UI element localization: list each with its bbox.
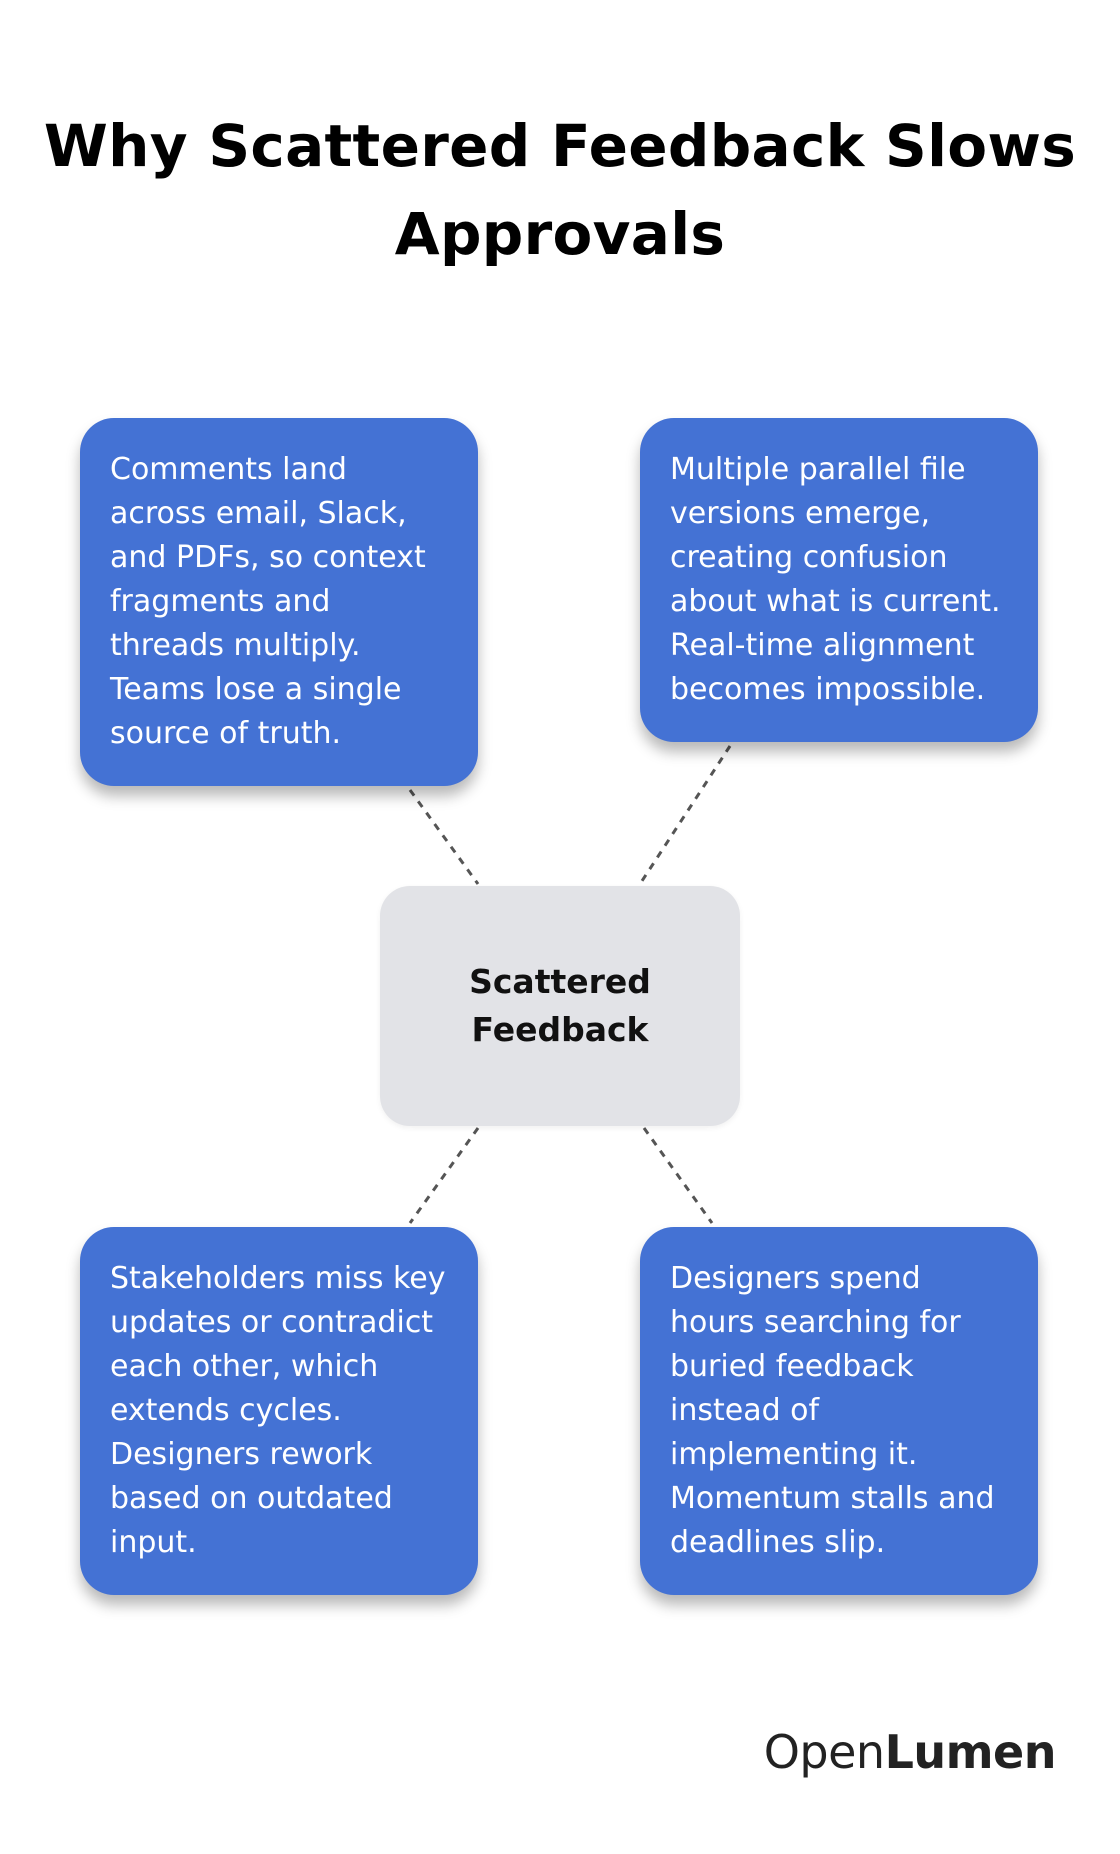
card-bottom-left: Stakeholders miss key updates or contrad… xyxy=(80,1227,478,1595)
center-node: Scattered Feedback xyxy=(380,886,740,1126)
connector-top-right xyxy=(638,745,732,885)
connector-bottom-right xyxy=(642,1127,714,1224)
brand-logo: OpenLumen xyxy=(763,1722,1057,1782)
page-title: Why Scattered Feedback Slows Approvals xyxy=(43,112,1077,268)
card-top-left: Comments land across email, Slack, and P… xyxy=(80,418,478,786)
logo-text-lumen: Lumen xyxy=(884,1725,1057,1779)
center-label: Scattered Feedback xyxy=(469,962,651,1049)
card-bottom-right: Designers spend hours searching for buri… xyxy=(640,1227,1038,1595)
logo-text-open: Open xyxy=(763,1725,885,1779)
card-top-right: Multiple parallel file versions emerge, … xyxy=(640,418,1038,742)
connector-bottom-left xyxy=(408,1127,480,1224)
connector-top-left xyxy=(408,789,480,885)
